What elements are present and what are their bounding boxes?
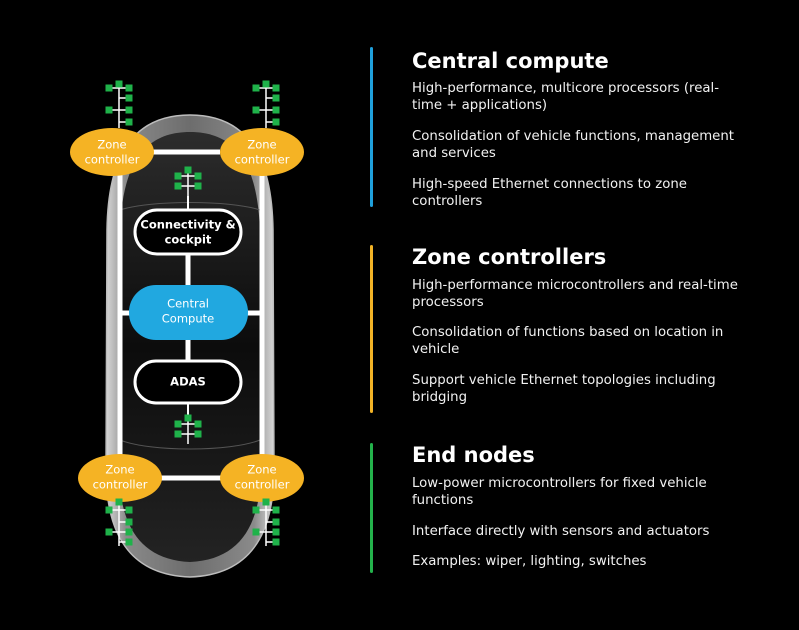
end-node-square: [194, 182, 202, 190]
end-node-tree: [174, 166, 202, 196]
end-node-trees: [105, 80, 280, 546]
end-node-square: [125, 528, 133, 536]
svg-text:ADAS: ADAS: [170, 375, 206, 389]
zone-controller-front-right: Zone controller: [220, 128, 304, 176]
section-item: Consolidation of functions based on loca…: [412, 325, 724, 357]
end-node-square: [125, 106, 133, 114]
end-node-square: [272, 118, 280, 126]
end-node-tree: [252, 498, 280, 546]
section-accent-bar: [370, 47, 373, 207]
svg-text:Central: Central: [167, 297, 209, 311]
svg-text:Zone: Zone: [247, 463, 276, 477]
section-item: Examples: wiper, lighting, switches: [412, 554, 647, 569]
end-node-square: [272, 518, 280, 526]
svg-text:Connectivity &: Connectivity &: [140, 218, 235, 232]
section-item: Support vehicle Ethernet topologies incl…: [412, 373, 716, 405]
end-node-square: [125, 118, 133, 126]
end-node-square: [184, 414, 192, 422]
end-node-tree: [105, 80, 133, 128]
end-node-square: [194, 172, 202, 180]
end-node-square: [105, 106, 113, 114]
section-item: Consolidation of vehicle functions, mana…: [412, 129, 734, 161]
end-node-square: [174, 420, 182, 428]
svg-text:controller: controller: [93, 478, 148, 492]
section-accent-bar: [370, 443, 373, 573]
end-node-square: [125, 506, 133, 514]
end-node-tree: [174, 414, 202, 444]
central-compute-node: Central Compute: [129, 285, 248, 340]
end-node-square: [194, 430, 202, 438]
end-node-square: [105, 506, 113, 514]
connectivity-cockpit-node: Connectivity & cockpit: [133, 208, 243, 256]
end-node-square: [105, 528, 113, 536]
end-node-square: [252, 506, 260, 514]
end-node-square: [252, 84, 260, 92]
section-title: End nodes: [412, 443, 535, 467]
end-node-square: [262, 80, 270, 88]
end-node-square: [125, 538, 133, 546]
zone-controller-front-left: Zone controller: [70, 128, 154, 176]
section-item: High-performance microcontrollers and re…: [412, 278, 738, 310]
svg-text:controller: controller: [85, 153, 140, 167]
end-node-square: [194, 420, 202, 428]
end-node-tree: [252, 80, 280, 128]
section-title: Central compute: [412, 49, 609, 73]
svg-text:Zone: Zone: [97, 138, 126, 152]
section-title: Zone controllers: [412, 245, 607, 269]
end-node-tree: [105, 498, 133, 546]
zone-controller-rear-left: Zone controller: [78, 454, 162, 502]
end-node-square: [272, 506, 280, 514]
end-node-square: [125, 518, 133, 526]
end-node-square: [174, 430, 182, 438]
section-item: High-speed Ethernet connections to zone …: [412, 177, 687, 209]
end-node-square: [115, 498, 123, 506]
end-node-square: [174, 172, 182, 180]
end-node-square: [272, 538, 280, 546]
end-node-square: [125, 94, 133, 102]
adas-node: ADAS: [133, 359, 243, 405]
svg-text:Compute: Compute: [162, 312, 214, 326]
svg-text:Zone: Zone: [247, 138, 276, 152]
end-node-square: [272, 84, 280, 92]
section-item: Low-power microcontrollers for fixed veh…: [412, 476, 707, 508]
end-node-square: [105, 84, 113, 92]
end-node-square: [262, 498, 270, 506]
svg-text:cockpit: cockpit: [165, 233, 212, 247]
section-item: Interface directly with sensors and actu…: [412, 524, 710, 539]
section-item: High-performance, multicore processors (…: [412, 81, 720, 113]
end-node-square: [272, 106, 280, 114]
end-node-square: [125, 84, 133, 92]
vehicle-architecture-diagram: Zone controller Zone controller Zone con…: [70, 80, 304, 578]
end-node-square: [115, 80, 123, 88]
end-node-square: [252, 106, 260, 114]
end-node-square: [184, 166, 192, 174]
svg-text:controller: controller: [235, 478, 290, 492]
zone-controller-rear-right: Zone controller: [220, 454, 304, 502]
section-accent-bar: [370, 245, 373, 413]
end-node-square: [272, 528, 280, 536]
end-node-square: [272, 94, 280, 102]
svg-text:controller: controller: [235, 153, 290, 167]
end-node-square: [252, 528, 260, 536]
svg-text:Zone: Zone: [105, 463, 134, 477]
end-node-square: [174, 182, 182, 190]
